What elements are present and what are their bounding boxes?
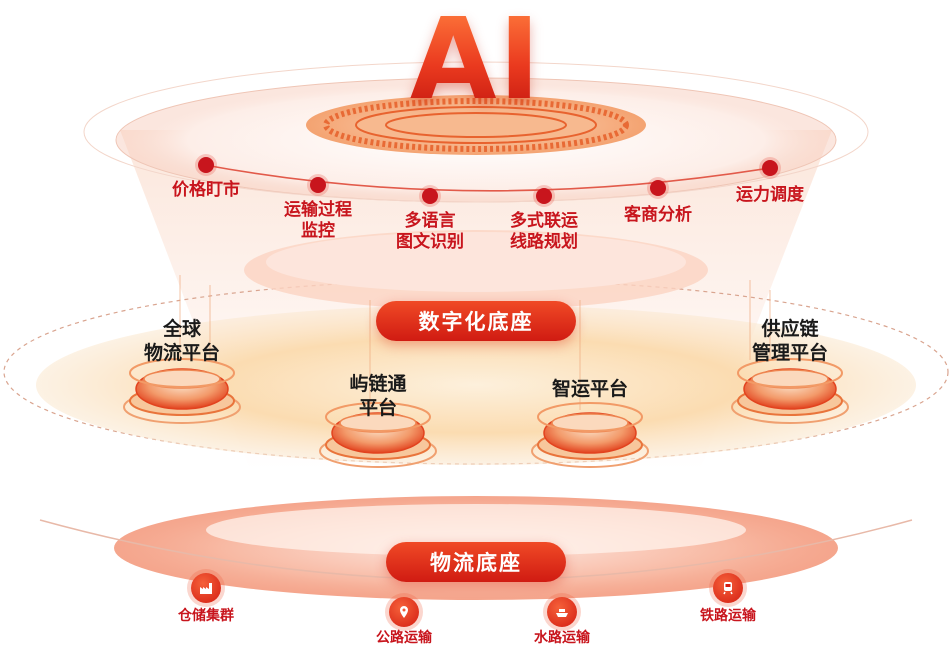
digital-base-label: 数字化底座 <box>418 310 534 334</box>
platform-bowl <box>731 358 849 424</box>
platform-label: 供应链 管理平台 <box>751 318 829 364</box>
capability-dot <box>422 188 438 204</box>
logistics-base-label: 物流底座 <box>430 551 522 575</box>
train-icon <box>713 573 743 603</box>
logistics-item-label: 公路运输 <box>376 630 432 646</box>
platform-bowl <box>123 358 241 424</box>
capability-label: 运输过程 监控 <box>284 200 352 242</box>
capability-label: 多语言 图文识别 <box>396 211 464 253</box>
capability-dot <box>198 157 214 173</box>
logistics-item-label: 仓储集群 <box>178 608 234 624</box>
capability-dot <box>762 160 778 176</box>
capability-dot <box>310 177 326 193</box>
logistics-base-pill: 物流底座 <box>386 542 566 582</box>
digital-base-pill: 数字化底座 <box>376 301 576 341</box>
platform-bowl <box>531 402 649 468</box>
logistics-item-label: 铁路运输 <box>700 608 756 624</box>
capability-dot <box>650 180 666 196</box>
platform-label: 智运平台 <box>551 378 629 400</box>
capability-label: 运力调度 <box>736 185 804 205</box>
ship-icon <box>547 597 577 627</box>
platform-label: 屿链通 平台 <box>349 373 407 419</box>
road-transport-icon <box>389 597 419 627</box>
warehouse-icon <box>191 573 221 603</box>
ai-title: AI <box>409 0 543 125</box>
platform-label: 全球 物流平台 <box>143 318 221 364</box>
capability-label: 客商分析 <box>624 205 692 225</box>
platform-bowl <box>319 402 437 468</box>
capability-label: 多式联运 线路规划 <box>510 211 578 253</box>
logistics-item-label: 水路运输 <box>534 630 590 646</box>
capability-label: 价格盯市 <box>172 180 240 200</box>
middle-layer-ellipse <box>36 305 916 465</box>
capability-dot <box>536 188 552 204</box>
